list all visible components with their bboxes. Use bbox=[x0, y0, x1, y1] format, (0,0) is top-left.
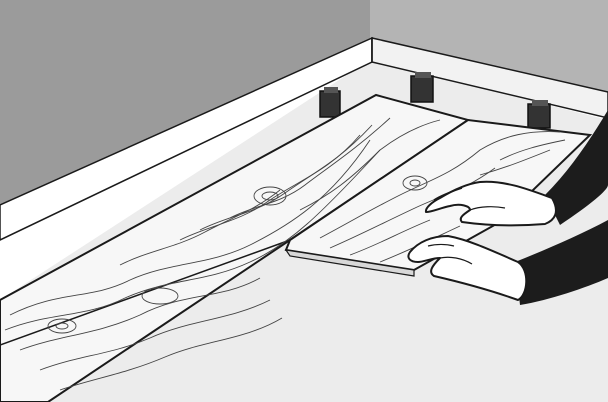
spacer-block-3 bbox=[528, 100, 550, 128]
spacer-block-1 bbox=[320, 87, 340, 117]
spacer-block-2 bbox=[411, 72, 433, 102]
